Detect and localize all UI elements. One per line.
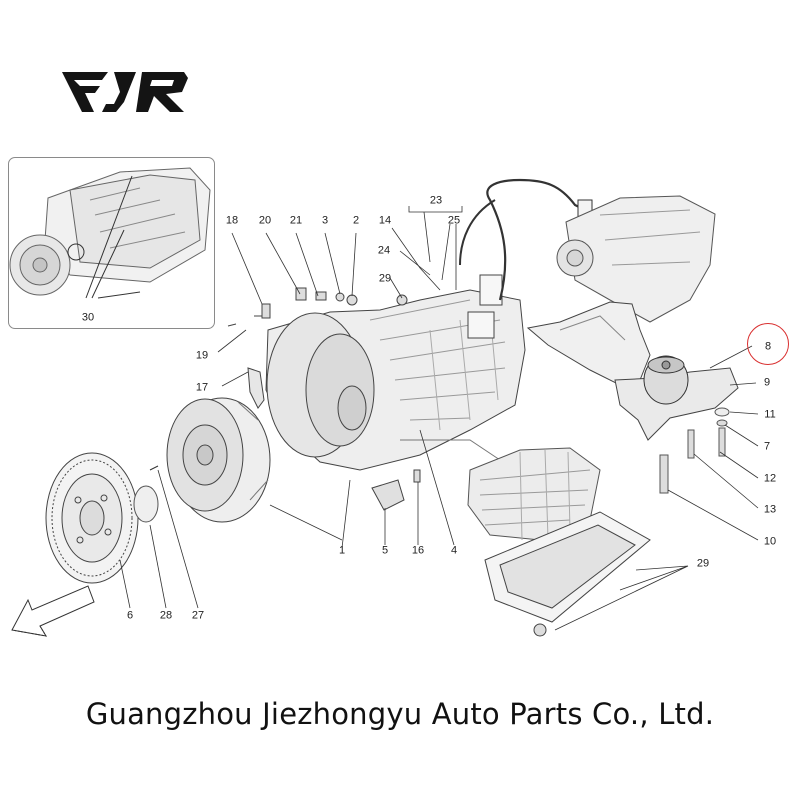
- callout-24: 24: [377, 244, 391, 257]
- ejr-logo: [62, 72, 188, 112]
- flexplate: [45, 452, 139, 584]
- callout-7: 7: [763, 440, 771, 453]
- callout-11: 11: [764, 408, 776, 421]
- callout-19: 19: [195, 349, 209, 362]
- callout-14: 14: [378, 214, 392, 227]
- callout-17: 17: [195, 381, 209, 394]
- company-name: Guangzhou Jiezhongyu Auto Parts Co., Ltd…: [85, 697, 715, 731]
- transmission-mount: [643, 355, 689, 405]
- callout-23: 23: [429, 194, 443, 207]
- wiring-harness: [486, 178, 586, 301]
- direction-arrow-icon: [11, 585, 95, 637]
- callout-29-bottom: 29: [696, 557, 710, 570]
- callout-30: 30: [81, 311, 95, 324]
- callout-10: 10: [763, 535, 777, 548]
- callout-27: 27: [191, 609, 205, 622]
- callout-12: 12: [763, 472, 777, 485]
- callout-6: 6: [126, 609, 134, 622]
- callout-9: 9: [763, 376, 771, 389]
- callout-13: 13: [763, 503, 777, 516]
- callout-2: 2: [352, 214, 360, 227]
- callout-16: 16: [411, 544, 425, 557]
- crossmember: [526, 301, 739, 441]
- callout-1: 1: [338, 544, 346, 557]
- inset-transmission: [9, 167, 211, 299]
- callout-5: 5: [381, 544, 389, 557]
- callout-21: 21: [289, 214, 303, 227]
- oil-pan: [484, 511, 651, 637]
- seal-part: [247, 367, 265, 409]
- callout-25: 25: [447, 214, 461, 227]
- transmission-case: [265, 274, 526, 471]
- flex-disc: [133, 485, 159, 523]
- callout-28: 28: [159, 609, 173, 622]
- callout-4: 4: [450, 544, 458, 557]
- transfer-case: [556, 195, 716, 323]
- torque-converter: [166, 397, 271, 523]
- callout-20: 20: [258, 214, 272, 227]
- clip-part: [371, 479, 405, 511]
- callout-29-top: 29: [378, 272, 392, 285]
- callout-18: 18: [225, 214, 239, 227]
- highlight-ring: [747, 323, 789, 365]
- callout-8: 8: [764, 340, 772, 353]
- callout-3: 3: [321, 214, 329, 227]
- leader-lines: [119, 206, 759, 631]
